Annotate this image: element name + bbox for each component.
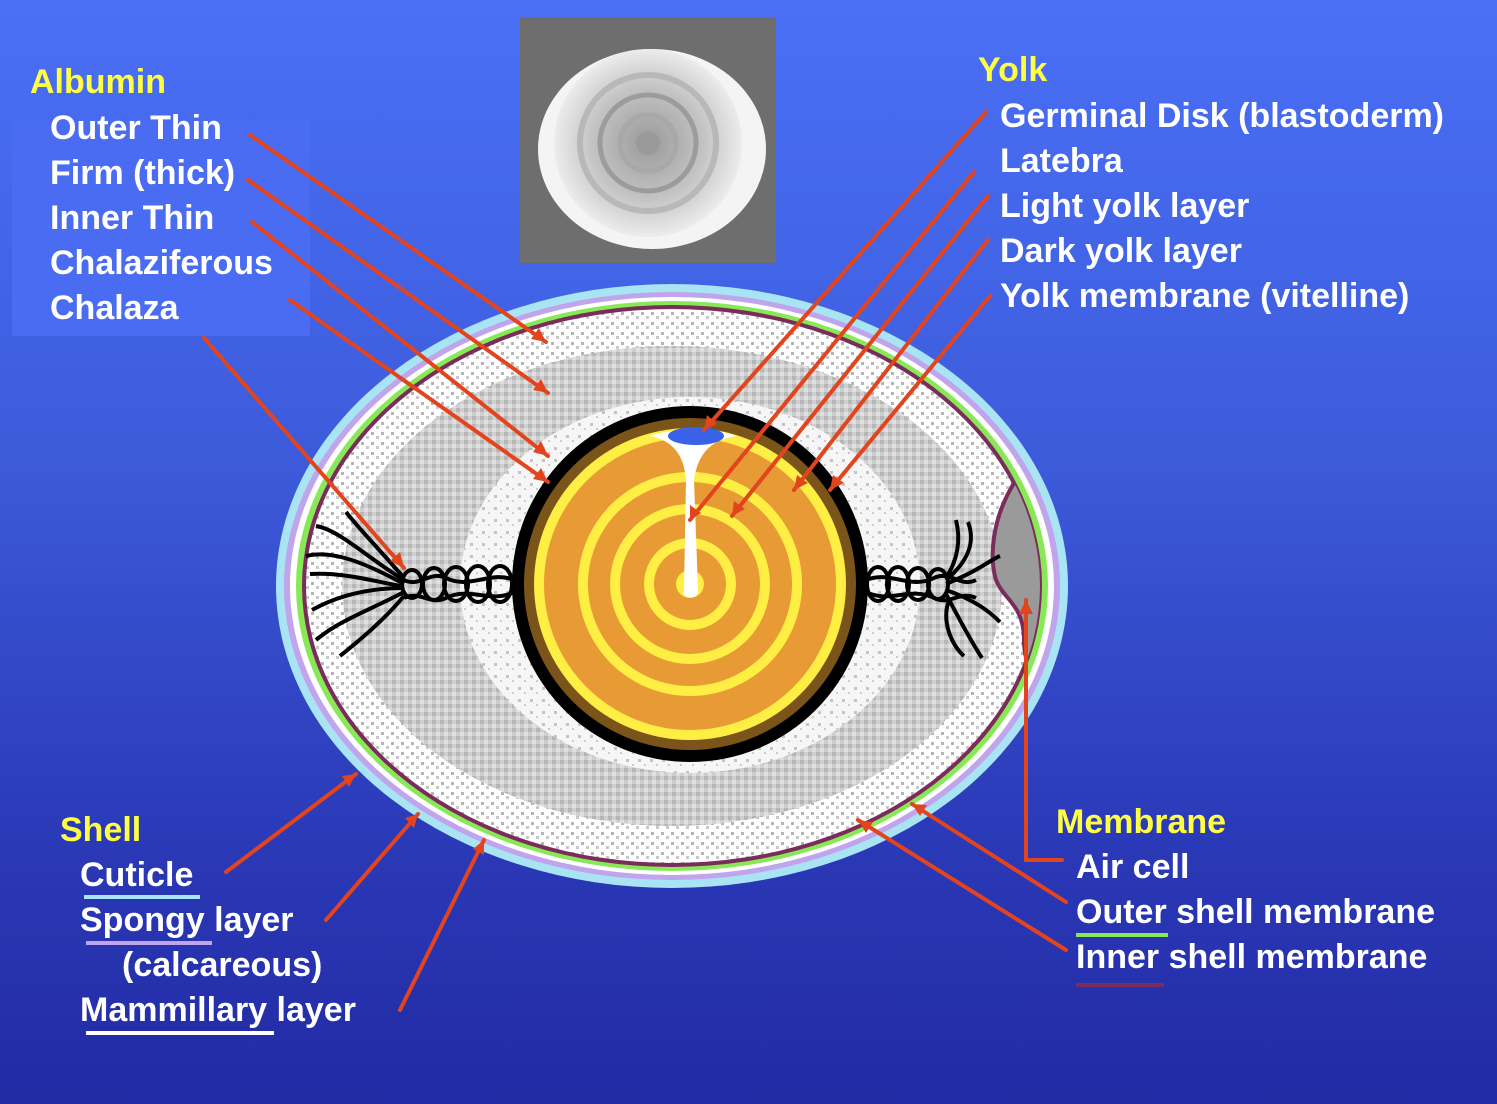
label-dark-yolk: Dark yolk layer [1000,232,1242,270]
label-outer-thin: Outer Thin [50,109,222,147]
label-spongy-rest: layer [204,901,294,939]
arrow-dark-yolk [792,238,990,492]
arrow-germinal-disk [702,110,988,432]
label-arrows [202,110,1068,1012]
label-latebra: Latebra [1000,142,1123,180]
shell-heading: Shell [60,811,142,849]
label-mammillary-rest: layer [267,991,356,1029]
label-inner-rest: shell membrane [1159,938,1428,976]
label-inner-key: Inner [1076,938,1160,976]
label-inner-membrane: Inner shell membrane [1076,937,1427,977]
label-spongy-sub: (calcareous) [122,946,323,984]
outer-membrane-key-line [1076,933,1168,937]
label-firm: Firm (thick) [50,154,236,192]
label-outer-rest: shell membrane [1166,893,1436,931]
yolk-heading: Yolk [978,51,1048,89]
air-cell [990,467,1040,704]
arrow-firm [246,178,550,395]
label-spongy: Spongy layer [80,900,294,940]
arrow-cuticle [224,772,358,874]
membrane-heading: Membrane [1056,803,1227,841]
inner-membrane-key-line [1076,983,1164,987]
arrow-outer-thin [248,133,548,344]
arrow-chalaza [202,336,406,570]
mammillary-key-line [86,1031,274,1035]
arrow-outer-membrane [910,802,1068,904]
egg-photo-image [520,17,776,263]
albumin-heading: Albumin [30,63,166,101]
label-outer-key: Outer [1076,893,1167,931]
label-air-cell: Air cell [1076,848,1190,886]
label-inner-thin: Inner Thin [50,199,215,237]
arrow-air-cell [1024,598,1064,862]
label-light-yolk: Light yolk layer [1000,187,1250,225]
label-chalaza: Chalaza [50,289,179,327]
arrow-latebra [688,170,976,522]
arrow-light-yolk [730,194,990,518]
arrow-inner-thin [250,220,550,458]
arrow-chalaziferous [288,298,550,484]
label-chalaziferous: Chalaziferous [50,244,273,282]
germinal-disk [668,427,724,445]
label-cuticle: Cuticle [80,856,194,894]
egg-photo [520,17,776,263]
label-spongy-key: Spongy [80,901,205,939]
cuticle-key-line [84,895,200,899]
arrow-mammillary [398,838,486,1012]
arrow-inner-membrane [856,818,1068,952]
label-outer-membrane: Outer shell membrane [1076,892,1435,932]
label-yolk-membrane: Yolk membrane (vitelline) [1000,277,1410,315]
label-mammillary: Mammillary layer [80,990,356,1030]
arrow-heads [342,328,1033,855]
label-germinal-disk: Germinal Disk (blastoderm) [1000,97,1445,135]
chalaza-left [305,510,515,658]
spongy-key-line [86,941,212,945]
arrow-spongy [324,812,420,922]
label-mammillary-key: Mammillary [80,991,268,1029]
arrow-yolk-membrane [828,294,992,492]
